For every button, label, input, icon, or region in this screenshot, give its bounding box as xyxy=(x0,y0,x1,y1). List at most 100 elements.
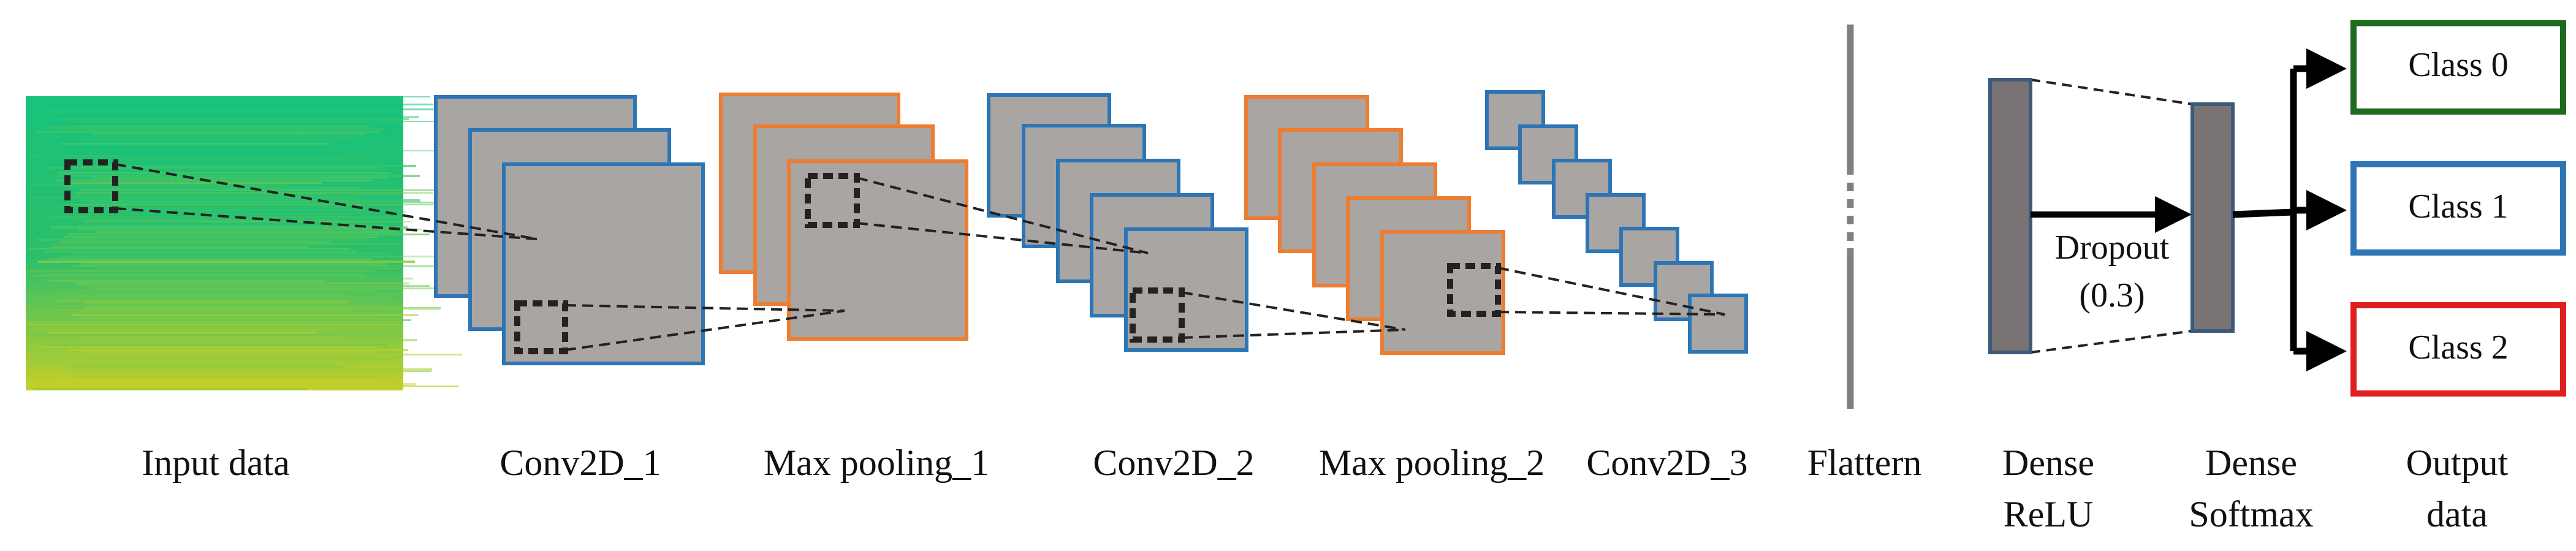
input-stripe xyxy=(51,246,310,248)
label-max-pooling-2: Max pooling_2 xyxy=(1319,443,1544,483)
dropout-dash-top xyxy=(2030,78,2193,105)
projection-line xyxy=(115,207,538,240)
input-stripe xyxy=(75,283,409,284)
input-stripe xyxy=(67,204,435,205)
input-stripe xyxy=(93,386,459,387)
input-stripe xyxy=(85,221,412,222)
input-stripe xyxy=(93,177,387,179)
label-dense-softmax-line1: Dense xyxy=(2205,443,2297,483)
input-stripe xyxy=(28,329,336,331)
input-stripe xyxy=(67,349,408,351)
dense-relu-layer xyxy=(1988,78,2032,354)
input-stripe xyxy=(59,241,330,243)
input-stripe xyxy=(72,368,432,371)
class-1-label: Class 1 xyxy=(2408,188,2508,226)
input-stripe xyxy=(29,106,292,108)
label-conv2d-1: Conv2D_1 xyxy=(500,443,661,483)
input-stripe xyxy=(44,341,384,344)
input-stripe xyxy=(58,172,390,174)
input-stripe xyxy=(93,305,386,307)
input-stripe xyxy=(66,182,322,184)
input-stripe xyxy=(29,123,357,125)
input-stripe xyxy=(81,351,374,353)
input-stripe xyxy=(56,180,373,181)
input-stripe xyxy=(78,229,422,230)
input-stripe xyxy=(61,162,387,164)
input-stripe xyxy=(57,300,349,302)
input-stripe xyxy=(79,317,379,319)
conv1-map-3 xyxy=(502,162,705,365)
input-stripe xyxy=(34,361,327,362)
input-stripe xyxy=(59,256,436,257)
pool1-maps xyxy=(719,93,968,341)
input-stripe xyxy=(32,275,367,276)
output-connector xyxy=(2232,48,2347,371)
input-stripe xyxy=(32,312,346,313)
input-stripe xyxy=(79,214,352,215)
input-stripe xyxy=(96,231,399,233)
input-stripe xyxy=(94,133,366,135)
projection-line xyxy=(1497,311,1725,316)
input-stripe xyxy=(80,199,420,202)
input-stripe xyxy=(31,99,301,101)
input-stripe xyxy=(51,310,351,311)
projection-line xyxy=(1181,329,1406,339)
class-0-box xyxy=(2350,20,2566,115)
pool2-maps xyxy=(1244,95,1505,355)
input-stripe xyxy=(41,346,376,348)
dense-softmax-layer xyxy=(2190,102,2235,333)
class-boxes: Class 0 Class 1 Class 2 xyxy=(2350,20,2566,397)
label-input-data: Input data xyxy=(142,443,290,483)
input-stripe xyxy=(80,165,416,167)
projection-line xyxy=(1181,291,1406,331)
input-stripe xyxy=(59,292,344,294)
input-stripe xyxy=(48,280,326,282)
input-stripe xyxy=(59,128,382,130)
input-stripe xyxy=(60,118,409,120)
input-stripe xyxy=(71,265,441,267)
projection-line xyxy=(564,304,845,312)
input-stripe xyxy=(29,155,373,157)
input-stripe xyxy=(27,324,401,325)
dropout-dash-bottom xyxy=(2030,330,2193,354)
input-stripe xyxy=(79,224,384,226)
pool1-map-3 xyxy=(787,159,968,341)
input-stripe xyxy=(34,327,381,329)
input-stripe xyxy=(96,268,400,269)
kernel-window-conv2 xyxy=(1130,287,1185,343)
projection-line xyxy=(856,222,1149,254)
input-stripe xyxy=(56,211,406,213)
kernel-window-pool2 xyxy=(1447,263,1501,317)
input-stripe xyxy=(87,150,444,151)
kernel-windows xyxy=(64,159,1501,354)
connector-main-line xyxy=(2232,208,2294,218)
input-stripe xyxy=(70,366,344,368)
input-stripe xyxy=(29,248,350,249)
input-stripe xyxy=(45,383,416,386)
input-stripe xyxy=(36,319,411,321)
input-stripe xyxy=(80,209,402,211)
input-stripe xyxy=(74,192,433,194)
input-stripe xyxy=(64,194,403,196)
input-stripe xyxy=(26,381,392,382)
input-stripe xyxy=(36,238,367,241)
input-stripe xyxy=(81,263,389,265)
input-stripe xyxy=(72,314,419,316)
input-stripe xyxy=(55,207,370,208)
dropout-annotation: Dropout (0.3) xyxy=(2055,229,2170,314)
label-flatten: Flattern xyxy=(1807,443,1922,483)
input-stripe xyxy=(48,332,317,333)
conv2-maps xyxy=(987,93,1248,352)
label-conv2d-2: Conv2D_2 xyxy=(1093,443,1254,483)
input-stripe xyxy=(36,334,373,336)
input-stripe xyxy=(28,135,365,137)
input-stripe xyxy=(26,322,401,323)
input-stripe xyxy=(34,388,308,390)
input-stripe xyxy=(45,273,362,275)
input-stripe xyxy=(27,270,374,272)
input-stripe xyxy=(85,302,348,303)
input-stripe xyxy=(76,138,363,140)
input-stripe xyxy=(32,363,338,365)
input-data-stripes xyxy=(26,96,462,390)
